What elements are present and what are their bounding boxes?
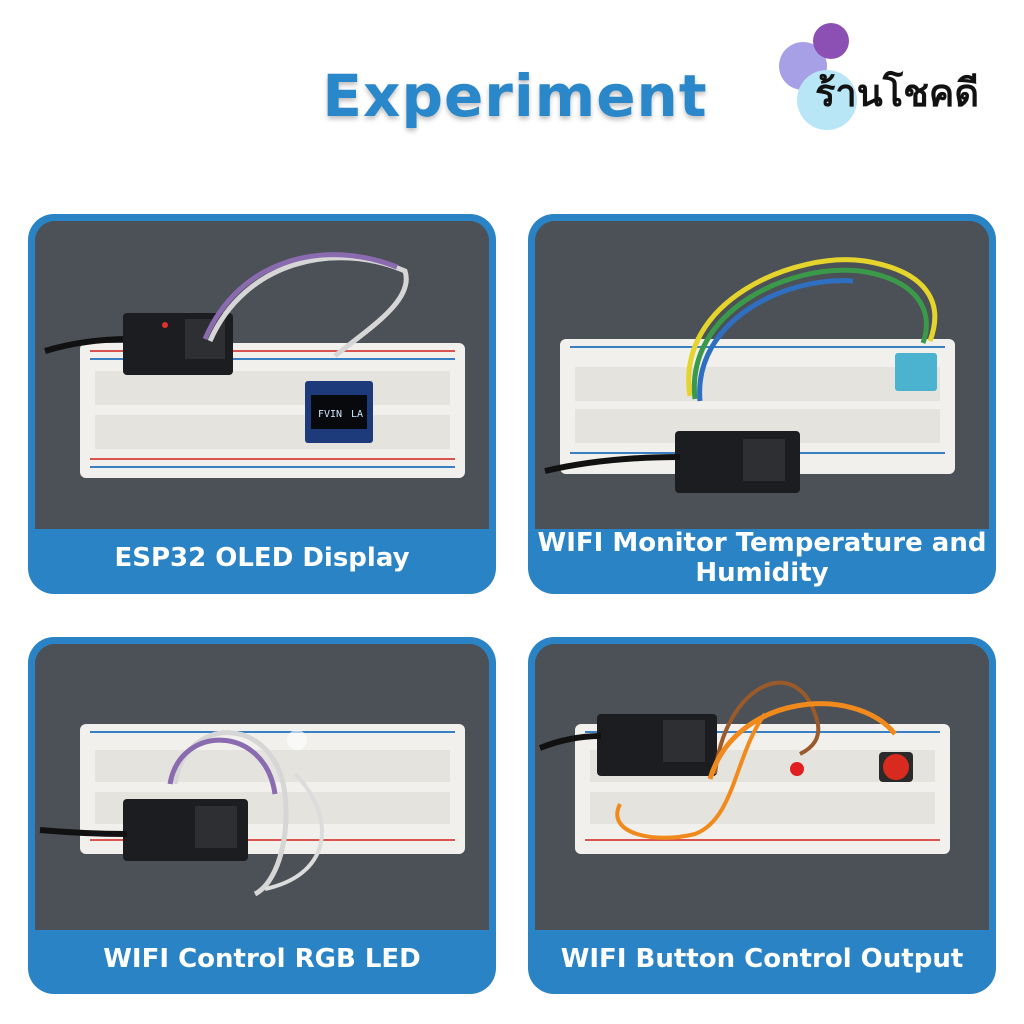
experiment-photo-rgb-led (35, 644, 489, 930)
experiment-photo-button-output (535, 644, 989, 930)
page-title: Experiment (322, 62, 708, 130)
experiment-photo-oled: FVIN LA (35, 221, 489, 529)
card-caption: WIFI Control RGB LED (103, 943, 421, 974)
brand-name: ร้านโชคดี (815, 71, 980, 115)
logo-circle-lightblue (797, 70, 857, 130)
oled-screen-text-left: FVIN (318, 409, 342, 420)
brand-logo: ร้านโชคดี (775, 20, 1015, 135)
oled-screen-text-right: LA (351, 409, 363, 420)
card-caption: WIFI Button Control Output (560, 943, 964, 974)
card-caption: ESP32 OLED Display (114, 543, 410, 573)
experiment-card-rgb-led: WIFI Control RGB LED (28, 637, 496, 994)
experiment-card-temperature-humidity: WIFI Monitor Temperature and Humidity (528, 214, 996, 594)
experiment-card-oled: FVIN LA ESP32 OLED Display (28, 214, 496, 594)
card-caption: WIFI Monitor Temperature and Humidity (537, 528, 987, 588)
experiment-card-button-output: WIFI Button Control Output (528, 637, 996, 994)
experiment-photo-temperature-humidity (535, 221, 989, 529)
logo-circle-purple (813, 23, 849, 59)
